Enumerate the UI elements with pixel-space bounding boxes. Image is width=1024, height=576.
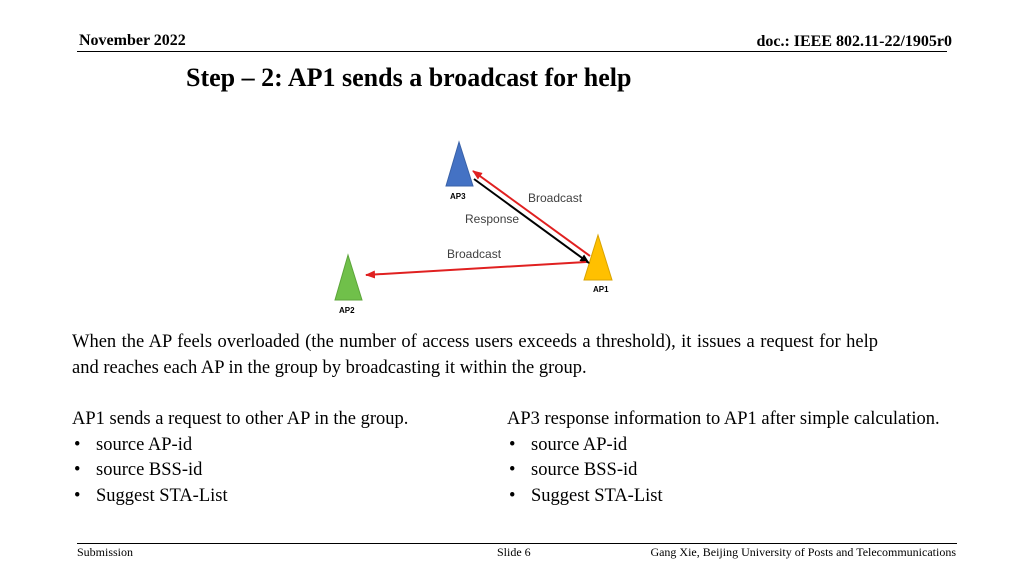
ap1-request-list: source AP-id source BSS-id Suggest STA-L… bbox=[72, 433, 492, 510]
ap2-node-icon bbox=[334, 253, 363, 301]
response-arrow bbox=[473, 178, 590, 264]
broadcast-label-ap3: Broadcast bbox=[528, 191, 583, 205]
list-item: source AP-id bbox=[72, 433, 492, 459]
ap3-response-section: AP3 response information to AP1 after si… bbox=[507, 407, 1017, 509]
header-date: November 2022 bbox=[79, 32, 186, 49]
list-item: Suggest STA-List bbox=[507, 484, 1017, 510]
ap1-request-section: AP1 sends a request to other AP in the g… bbox=[72, 407, 492, 509]
header-doc-id: doc.: IEEE 802.11-22/1905r0 bbox=[756, 33, 952, 50]
ap3-response-list: source AP-id source BSS-id Suggest STA-L… bbox=[507, 433, 1017, 510]
list-item: source BSS-id bbox=[507, 458, 1017, 484]
list-item: source AP-id bbox=[507, 433, 1017, 459]
ap2-label: AP2 bbox=[339, 306, 355, 315]
response-label: Response bbox=[465, 212, 519, 226]
ap3-label: AP3 bbox=[450, 192, 466, 201]
header-divider bbox=[77, 51, 947, 52]
footer-author: Gang Xie, Beijing University of Posts an… bbox=[650, 545, 956, 559]
broadcast-arrow-ap3 bbox=[472, 170, 591, 257]
ap1-label: AP1 bbox=[593, 285, 609, 294]
list-item: Suggest STA-List bbox=[72, 484, 492, 510]
footer-submission: Submission bbox=[77, 545, 134, 559]
description-paragraph: When the AP feels overloaded (the number… bbox=[72, 332, 878, 378]
broadcast-label-ap2: Broadcast bbox=[447, 247, 502, 261]
footer-divider bbox=[77, 543, 957, 544]
slide-title: Step – 2: AP1 sends a broadcast for help bbox=[186, 63, 632, 92]
ap3-node-icon bbox=[445, 140, 474, 187]
ap1-node-icon bbox=[583, 233, 613, 281]
ap1-request-heading: AP1 sends a request to other AP in the g… bbox=[72, 409, 409, 429]
list-item: source BSS-id bbox=[72, 458, 492, 484]
ap3-response-heading: AP3 response information to AP1 after si… bbox=[507, 409, 940, 429]
broadcast-arrow-ap2 bbox=[365, 261, 587, 279]
footer-slide-number: Slide 6 bbox=[497, 545, 531, 559]
